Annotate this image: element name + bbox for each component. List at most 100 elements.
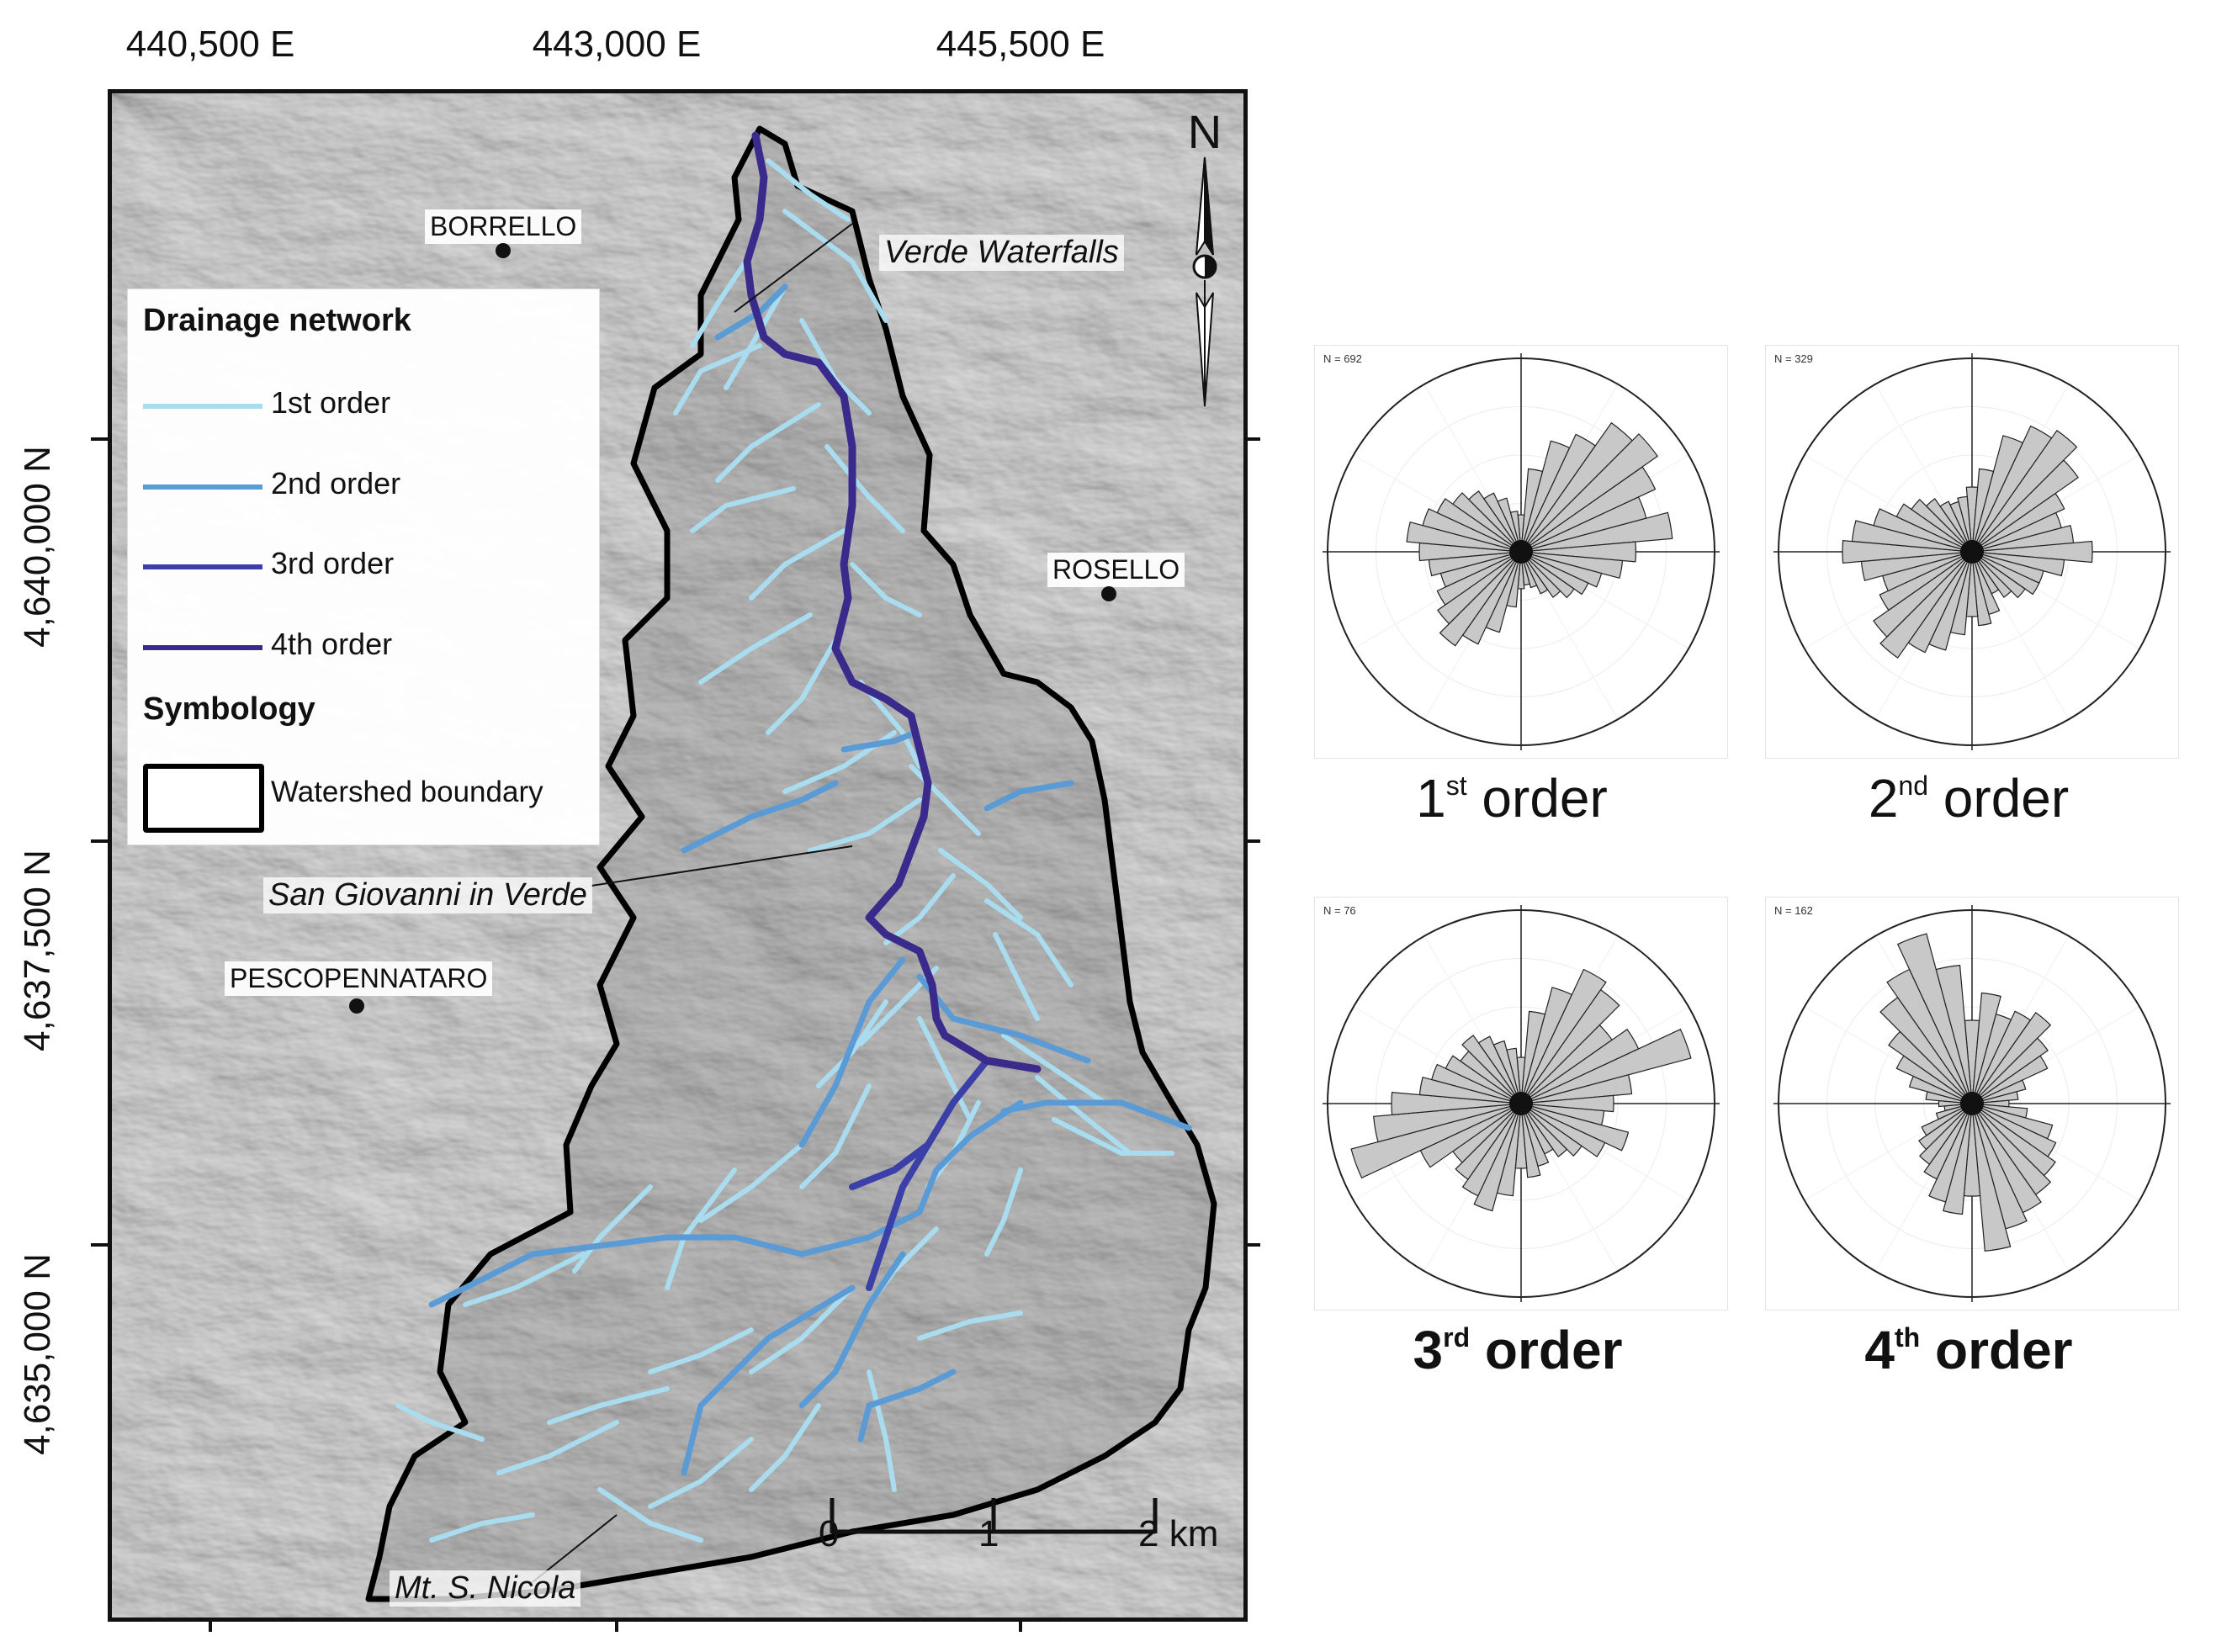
rose-petal-290: [1430, 1063, 1522, 1104]
waterfalls-leader: [734, 223, 853, 313]
rose-caption-4: 4th order: [1864, 1319, 2072, 1381]
rose-petal-310: [1911, 498, 1973, 553]
rose-petal-230: [1918, 1103, 1973, 1151]
rose-panel-4: N = 162: [1765, 897, 2179, 1310]
rose-petal-300: [1436, 498, 1522, 553]
rose-petal-320: [1461, 1035, 1522, 1104]
rose-petal-340: [1492, 1040, 1522, 1104]
rose-petal-50: [1971, 1037, 2049, 1104]
rose-petal-130: [1971, 551, 2026, 599]
rose-petal-210: [1923, 1103, 1973, 1180]
rose-petal-110: [1520, 1103, 1630, 1152]
rose-panel-3: N = 76: [1314, 897, 1728, 1310]
legend-swatch-2nd: [143, 484, 262, 490]
rose-petal-140: [1520, 551, 1561, 598]
rose-center: [1960, 540, 1984, 564]
north-arrow-label: N: [1187, 105, 1222, 158]
scale-label-2: 2 km: [1138, 1513, 1219, 1554]
rose-caption-2-word: order: [1943, 768, 2070, 829]
rose-center: [1509, 540, 1533, 564]
rose-caption-3: 3rd order: [1413, 1319, 1623, 1381]
legend-symbology-title: Symbology: [143, 691, 315, 727]
rose-caption-3-suffix: rd: [1443, 1322, 1471, 1353]
rose-petal-40: [1971, 429, 2078, 553]
rose-petal-230: [1873, 551, 1973, 638]
first-order-streams: [395, 158, 1174, 1543]
rose-petal-270: [1842, 539, 1973, 564]
north-arrow: N: [1181, 109, 1228, 411]
rose-caption-3-word: order: [1484, 1320, 1623, 1380]
rose-n-label-1: N = 692: [1323, 352, 1362, 365]
rose-petal-50: [1971, 459, 2079, 553]
rose-petal-320: [1467, 490, 1522, 553]
rose-petal-240: [1879, 551, 1973, 612]
rose-n-label-3: N = 76: [1323, 904, 1356, 917]
rose-petal-240: [1921, 1103, 1973, 1136]
rose-petal-220: [1879, 551, 1973, 659]
rose-petal-90: [1520, 541, 1637, 563]
rose-petal-290: [1422, 508, 1522, 553]
rose-petal-350: [1506, 1047, 1522, 1104]
rose-caption-4-suffix: th: [1895, 1322, 1921, 1353]
rose-petal-170: [1520, 1103, 1541, 1178]
legend-boundary-label: Watershed boundary: [271, 776, 543, 808]
rose-petal-300: [1445, 1055, 1522, 1104]
second-order-streams: [428, 283, 1192, 1476]
rose-petal-70: [1520, 1028, 1692, 1104]
rose-diagram-2: [1773, 353, 2171, 750]
hillshade-map[interactable]: N BORRELLO ROSELLO PESCOPENNATARO Verde …: [108, 89, 1248, 1622]
rose-diagram-4: [1773, 905, 2171, 1302]
easting-label-3: 445,500 E: [936, 24, 1105, 65]
rose-caption-2-number: 2: [1868, 768, 1899, 829]
rose-panel-1: N = 692: [1314, 345, 1728, 759]
rose-petal-80: [1971, 1091, 2019, 1104]
rose-petal-70: [1971, 1079, 2027, 1104]
rose-petal-300: [1895, 503, 1973, 553]
rose-petal-30: [1520, 968, 1607, 1104]
rose-petal-340: [1896, 933, 1973, 1104]
rose-diagram-3: [1323, 905, 1720, 1302]
legend-boundary-swatch: [143, 764, 264, 833]
third-order-streams: [849, 1057, 990, 1291]
rose-caption-2-suffix: nd: [1898, 770, 1928, 801]
scale-label-1: 1: [978, 1513, 999, 1554]
rose-petal-60: [1520, 466, 1657, 553]
rose-petal-60: [1971, 1055, 2049, 1104]
rose-petal-330: [1939, 500, 1973, 553]
rose-petal-210: [1461, 1103, 1522, 1197]
rose-petal-80: [1520, 511, 1673, 553]
place-borrello-dot: [496, 243, 511, 258]
rose-petal-170: [1971, 1103, 2012, 1252]
rose-petal-80: [1520, 1074, 1633, 1104]
legend-label-2nd: 2nd order: [271, 466, 401, 500]
rose-petal-220: [1439, 551, 1522, 647]
rose-caption-1-word: order: [1482, 768, 1608, 829]
map-legend: Drainage network 1st order 2nd order 3rd…: [127, 289, 600, 845]
rose-caption-4-number: 4: [1864, 1320, 1895, 1380]
rose-caption-1: 1st order: [1416, 767, 1608, 829]
scale-label-0: 0: [819, 1513, 840, 1554]
rose-petal-60: [1971, 492, 2065, 553]
legend-drainage-title: Drainage network: [143, 303, 411, 338]
rose-petal-140: [1971, 551, 2012, 598]
legend-label-3rd: 3rd order: [271, 546, 395, 580]
place-pescopennataro-dot: [349, 998, 364, 1014]
scale-bar: [830, 1498, 1158, 1534]
legend-label-1st: 1st order: [271, 385, 391, 420]
legend-label-4th: 4th order: [271, 627, 393, 661]
rose-petal-330: [1482, 492, 1522, 553]
rose-petal-140: [1520, 1103, 1568, 1157]
place-pescopennataro: PESCOPENNATARO: [225, 961, 493, 996]
rose-petal-90: [1520, 1094, 1614, 1113]
rose-petal-230: [1437, 551, 1522, 625]
legend-swatch-3rd: [143, 564, 262, 569]
rose-caption-1-suffix: st: [1445, 770, 1467, 801]
rose-n-label-2: N = 329: [1774, 352, 1813, 365]
rose-petal-50: [1520, 433, 1659, 553]
rose-petal-290: [1873, 508, 1973, 553]
rose-petal-240: [1436, 551, 1522, 606]
rose-petal-170: [1971, 551, 1992, 627]
rose-caption-4-word: order: [1934, 1320, 2073, 1380]
rose-petal-340: [1497, 497, 1522, 553]
place-rosello-dot: [1101, 586, 1116, 601]
